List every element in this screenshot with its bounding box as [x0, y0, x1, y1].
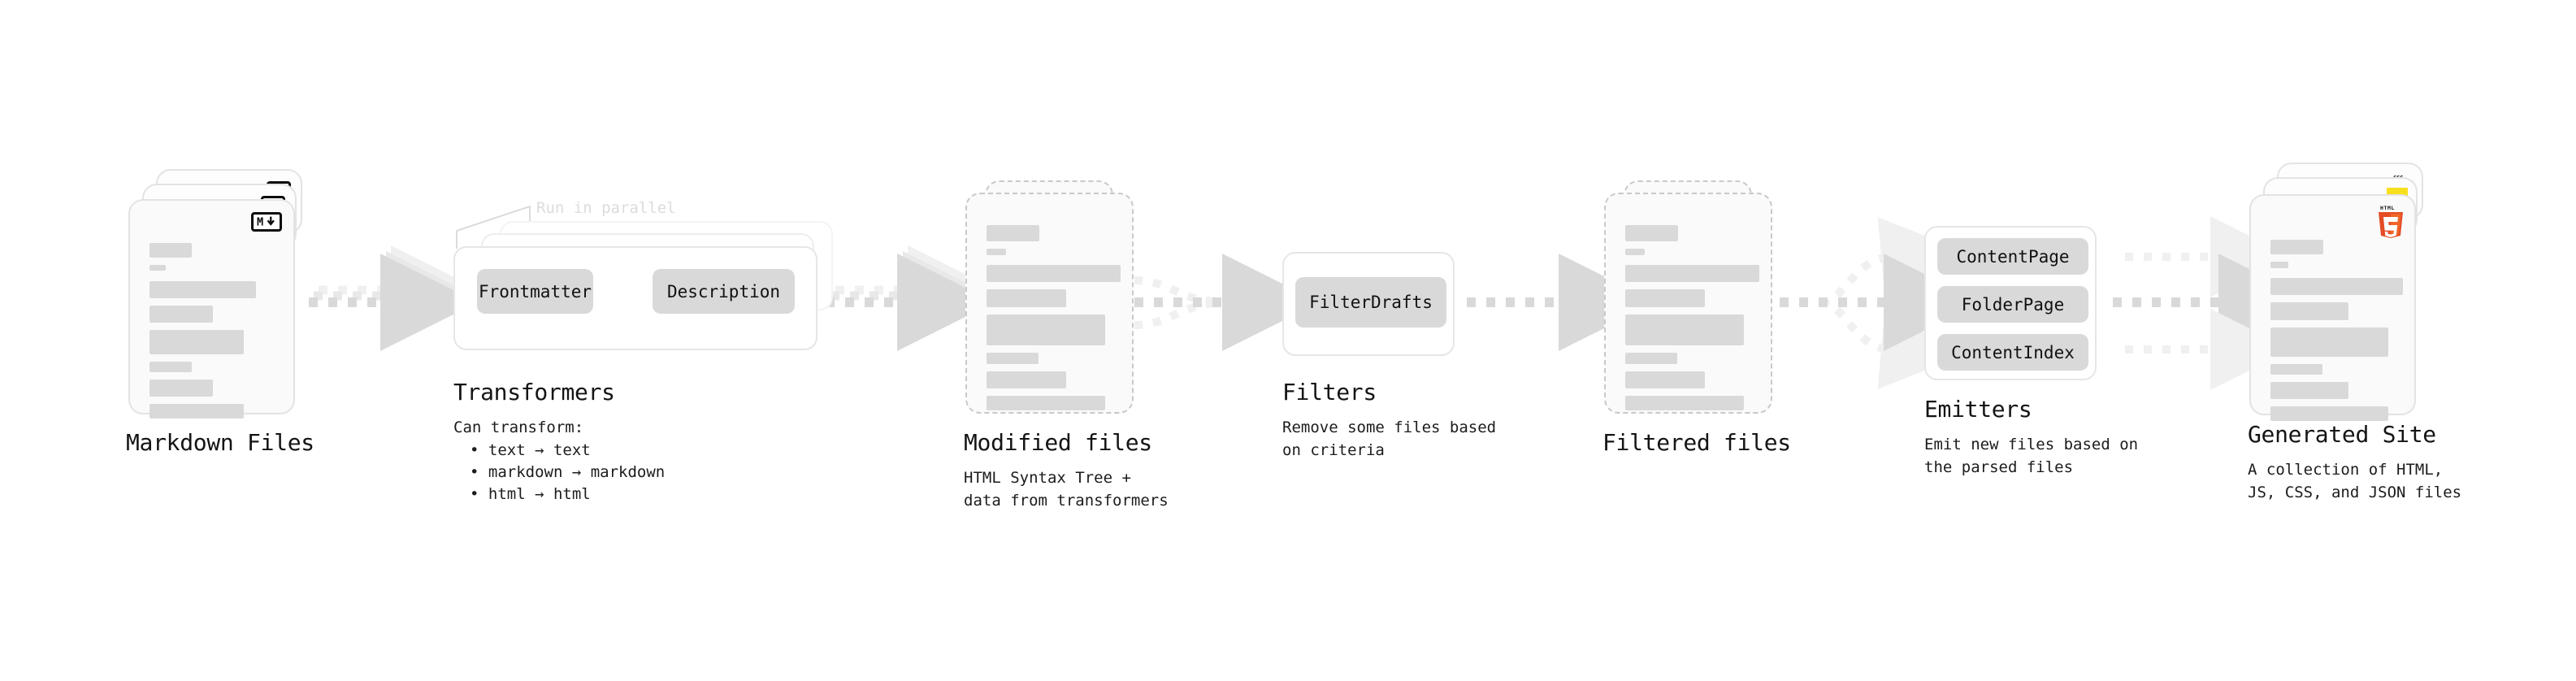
emitters-box: ContentPage FolderPage ContentIndex [1924, 226, 2097, 380]
transformer-bullet-0: • text → text [470, 441, 591, 459]
svg-text:M: M [257, 216, 263, 229]
transformers-box: Frontmatter Description [453, 246, 817, 350]
content-line [150, 306, 213, 323]
content-line [1625, 371, 1705, 388]
content-line [987, 265, 1121, 282]
card-content-lines [1625, 225, 1759, 418]
content-line [987, 249, 1006, 255]
stage-title-markdown-files: Markdown Files [126, 429, 314, 456]
content-line [987, 225, 1039, 241]
stage-title-filters: Filters [1282, 379, 1377, 406]
emitter-chip-contentpage[interactable]: ContentPage [1937, 238, 2088, 275]
content-line [150, 404, 244, 419]
generated-file-card-html: HTML [2249, 194, 2416, 421]
markdown-file-card-front: M [128, 199, 295, 419]
modified-files-stack [965, 180, 1152, 432]
run-in-parallel-label: Run in parallel [536, 199, 676, 217]
generated-site-stack: CSS HTML [2249, 163, 2444, 431]
content-line [2270, 262, 2288, 268]
content-line [987, 371, 1066, 388]
content-line [987, 353, 1039, 364]
content-line [150, 362, 192, 372]
filter-chip-filterdrafts[interactable]: FilterDrafts [1295, 277, 1446, 327]
filters-box: FilterDrafts [1282, 252, 1455, 356]
content-line [1625, 396, 1744, 410]
transformer-bullet-2: • html → html [470, 485, 591, 503]
content-line [2270, 327, 2388, 357]
content-line [2270, 278, 2403, 295]
content-line [1625, 314, 1744, 345]
content-line [2270, 302, 2348, 320]
content-line [2270, 406, 2388, 421]
content-line [150, 380, 213, 397]
content-line [1625, 225, 1678, 241]
transformer-chip-frontmatter[interactable]: Frontmatter [477, 269, 593, 314]
run-in-parallel-bracket [456, 205, 531, 249]
content-line [1625, 265, 1759, 282]
modified-file-card-front [965, 193, 1134, 414]
stage-title-generated-site: Generated Site [2248, 421, 2436, 448]
arrow-transformers-to-modified [826, 245, 997, 351]
html5-icon: HTML [2379, 205, 2403, 238]
filtered-file-card-front [1604, 193, 1772, 414]
content-line [1625, 353, 1677, 364]
markdown-icon: M [251, 212, 282, 232]
filtered-files-stack [1604, 180, 1791, 432]
markdown-files-stack: M M M [128, 169, 315, 429]
stage-subtitle-emitters: Emit new files based on the parsed files [1924, 436, 2139, 476]
content-line [987, 314, 1105, 345]
arrow-emitters-to-site [2113, 216, 2316, 390]
stage-title-modified-files: Modified files [964, 429, 1152, 456]
emitter-chip-contentindex[interactable]: ContentIndex [1937, 334, 2088, 371]
svg-text:HTML: HTML [2380, 205, 2395, 211]
arrow-markdown-to-transformers [309, 245, 480, 351]
card-content-lines [150, 243, 275, 426]
content-line [150, 243, 192, 258]
stage-subtitle-transformers: Can transform: [453, 419, 584, 436]
stage-subtitle-modified-files: HTML Syntax Tree + data from transformer… [964, 469, 1169, 510]
content-line [2270, 240, 2323, 254]
content-line [150, 265, 166, 271]
stage-title-emitters: Emitters [1924, 396, 2032, 423]
card-content-lines [987, 225, 1121, 418]
content-line [1625, 289, 1705, 307]
card-content-lines [2270, 240, 2403, 428]
content-line [987, 289, 1066, 307]
stage-subtitle-generated-site: A collection of HTML, JS, CSS, and JSON … [2248, 461, 2462, 501]
content-line [987, 396, 1105, 410]
content-line [150, 330, 244, 354]
content-line [2270, 364, 2322, 375]
transformer-chip-description[interactable]: Description [653, 269, 795, 314]
stage-title-filtered-files: Filtered files [1602, 429, 1791, 456]
content-line [2270, 382, 2348, 399]
content-line [1625, 249, 1645, 255]
stage-title-transformers: Transformers [453, 379, 615, 406]
content-line [150, 281, 256, 298]
transformer-bullet-1: • markdown → markdown [470, 463, 666, 481]
emitter-chip-folderpage[interactable]: FolderPage [1937, 286, 2088, 323]
arrow-filtered-to-emitters [1780, 217, 1981, 389]
stage-subtitle-filters: Remove some files based on criteria [1282, 419, 1497, 459]
